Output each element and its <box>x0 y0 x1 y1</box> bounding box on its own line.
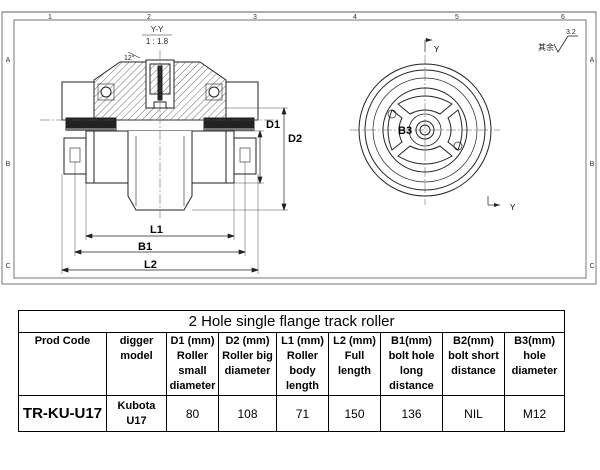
axis-y-label: Y <box>434 45 440 54</box>
axis-y-bottom-label: Y <box>510 203 516 212</box>
dimension-labels: D1 D2 L1 B1 L2 <box>138 119 302 271</box>
header-b2: B2(mm) bolt short distance <box>442 332 505 396</box>
header-prod-code: Prod Code <box>18 332 107 396</box>
header-l2: L2 (mm) Full length <box>328 332 381 396</box>
technical-drawing: 1 2 3 4 5 6 A B C A B C Y-Y 1 : 1.8 12° <box>1 11 597 285</box>
border-number: 3 <box>253 14 257 21</box>
table-row: TR-KU-U17 Kubota U17 80 108 71 150 136 N… <box>18 395 566 432</box>
border-letter: A <box>6 57 11 64</box>
header-d2: D2 (mm) Roller big diameter <box>218 332 277 396</box>
dim-l2-label: L2 <box>144 259 157 271</box>
border-number: 1 <box>48 14 52 21</box>
border-letter: C <box>589 263 594 270</box>
header-digger-model: digger model <box>106 332 167 396</box>
border-number: 6 <box>561 14 565 21</box>
border-numbers: 1 2 3 4 5 6 <box>48 14 565 21</box>
front-view <box>350 38 500 207</box>
border-letter: C <box>5 263 10 270</box>
front-view-labels: B3 Y Y <box>398 45 516 212</box>
border-letter: B <box>6 161 11 168</box>
border-number: 5 <box>455 14 459 21</box>
cell-d1: 80 <box>166 395 219 432</box>
section-view: Y-Y 1 : 1.8 12° <box>40 25 280 218</box>
border-letter: A <box>590 57 595 64</box>
cell-b1: 136 <box>380 395 443 432</box>
table-title: 2 Hole single flange track roller <box>17 310 566 333</box>
cell-prod-code: TR-KU-U17 <box>18 395 107 432</box>
roughness-note: 其余 3.2 <box>538 29 578 53</box>
header-l1: L1 (mm) Roller body length <box>276 332 329 396</box>
section-label: Y-Y <box>151 25 164 34</box>
chamfer-label: 12° <box>124 54 135 62</box>
dim-l1-label: L1 <box>150 224 163 236</box>
header-d1: D1 (mm) Roller small diameter <box>166 332 219 396</box>
cell-b2: NIL <box>442 395 505 432</box>
border-number: 2 <box>147 14 151 21</box>
border-number: 4 <box>353 14 357 21</box>
cell-l2: 150 <box>328 395 381 432</box>
dim-d1-label: D1 <box>266 119 280 131</box>
cell-digger-model: Kubota U17 <box>106 395 167 432</box>
spec-table: 2 Hole single flange track roller Prod C… <box>17 310 566 432</box>
dim-d2-label: D2 <box>288 133 302 145</box>
border-letter: B <box>590 161 595 168</box>
section-scale: 1 : 1.8 <box>146 37 169 46</box>
drawing-frame <box>1 11 597 285</box>
roughness-value: 3.2 <box>566 29 576 36</box>
cell-l1: 71 <box>276 395 329 432</box>
dim-b3-label: B3 <box>398 125 412 137</box>
cell-d2: 108 <box>218 395 277 432</box>
border-letters: A B C A B C <box>5 57 594 270</box>
dim-b1-label: B1 <box>138 241 152 253</box>
header-b3: B3(mm) hole diameter <box>503 332 566 396</box>
dimension-lines <box>60 106 288 274</box>
header-b1: B1(mm) bolt hole long distance <box>380 332 443 396</box>
cell-b3: M12 <box>503 395 566 432</box>
note-label: 其余 <box>538 42 554 52</box>
